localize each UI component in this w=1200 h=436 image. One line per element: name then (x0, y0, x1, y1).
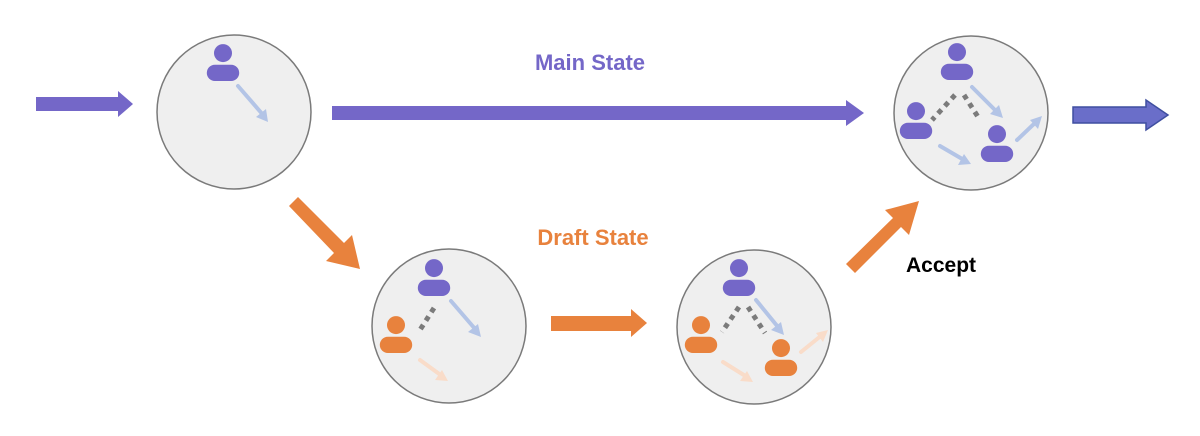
node-main-start (156, 34, 312, 190)
dotted-link (930, 93, 983, 122)
draft-state-label: Draft State (537, 225, 648, 250)
branch-to-draft-arrow (289, 197, 360, 269)
accept-label: Accept (906, 254, 976, 277)
action-arrow-icon (236, 84, 266, 118)
draft-action-arrow-icon (721, 333, 824, 379)
action-arrow-icon (754, 298, 780, 329)
main-state-label: Main State (535, 50, 645, 75)
accept-arrow (846, 201, 919, 273)
node-draft-2 (676, 249, 832, 405)
action-arrow-icon (449, 299, 478, 332)
draft-action-arrow-icon (418, 358, 444, 378)
entry-arrow (36, 91, 133, 117)
action-arrow-icon (938, 85, 1038, 162)
draft-flow-arrow (551, 309, 647, 337)
exit-arrow (1072, 98, 1170, 132)
main-flow-arrow (332, 100, 864, 126)
node-main-end (893, 35, 1049, 191)
dotted-link (415, 306, 437, 335)
node-draft-1 (371, 248, 527, 404)
